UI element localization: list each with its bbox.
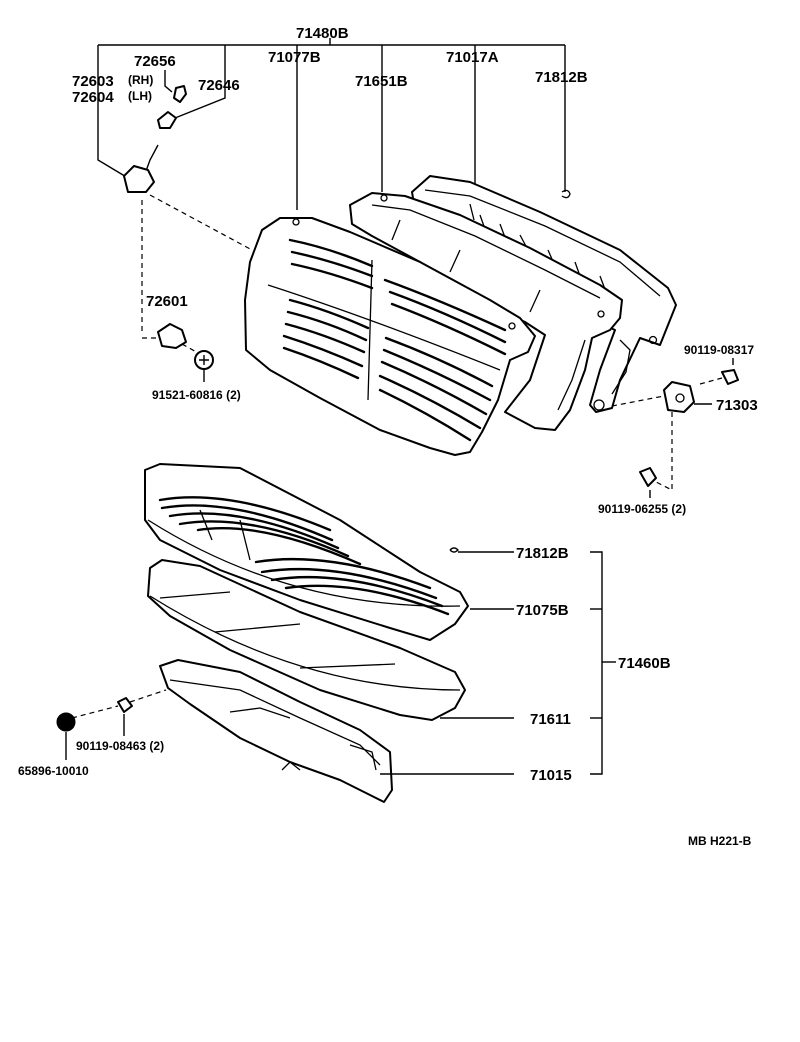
label-72603-side: (RH) (128, 73, 153, 87)
bracket-72601 (157, 323, 187, 349)
seat-lock-hook (123, 85, 187, 193)
label-71077B: 71077B (268, 49, 321, 66)
clip-71812B-bottom (449, 547, 459, 553)
dashed-link-hinge (611, 395, 665, 407)
label-71611: 71611 (530, 711, 571, 728)
label-91521-60816: 91521-60816 (2) (152, 388, 241, 402)
bolt-91521 (194, 350, 214, 382)
dashed-link-90119-08317 (699, 377, 723, 385)
label-71651B: 71651B (355, 73, 408, 90)
assembly-bracket-71480B (97, 38, 566, 210)
seat-cushion-pad (147, 559, 466, 721)
seatback-cover (244, 217, 536, 456)
bolt-90119-08317 (721, 369, 739, 385)
label-71303: 71303 (716, 397, 758, 414)
hinge-71303 (663, 381, 695, 413)
label-90119-06255: 90119-06255 (2) (598, 502, 686, 516)
dashed-link-90119-08463 (71, 705, 119, 719)
label-71812B-top: 71812B (535, 69, 588, 86)
label-71812B-bottom: 71812B (516, 545, 569, 562)
bolt-90119-06255 (639, 467, 657, 487)
bolt-90119-08463 (117, 697, 133, 713)
leader-72656 (164, 70, 173, 93)
label-90119-08317: 90119-08317 (684, 343, 754, 357)
label-71015: 71015 (530, 767, 572, 784)
label-72604: 72604 (72, 89, 114, 106)
label-71460B: 71460B (618, 655, 671, 672)
label-72604-side: (LH) (128, 89, 152, 103)
label-90119-08463: 90119-08463 (2) (76, 739, 164, 753)
dashed-link-90119-06255 (655, 412, 673, 491)
seat-cushion-cover (144, 463, 469, 641)
label-65896-10010: 65896-10010 (18, 764, 89, 778)
figure-code: MB H221-B (688, 834, 752, 848)
assembly-bracket-71460B (380, 551, 616, 775)
label-72603: 72603 (72, 73, 114, 90)
grommet-65896 (56, 712, 76, 732)
label-72601: 72601 (146, 293, 188, 310)
seat-cushion-frame (159, 659, 393, 803)
dashed-link-lock (149, 194, 253, 251)
label-72656: 72656 (134, 53, 176, 70)
label-71480B: 71480B (296, 25, 349, 42)
clip-71812B-top (561, 189, 571, 199)
label-71075B: 71075B (516, 602, 569, 619)
label-72646: 72646 (198, 77, 240, 94)
dashed-link-frame (129, 689, 167, 703)
label-71017A: 71017A (446, 49, 499, 66)
dashed-link-91521 (181, 343, 201, 355)
